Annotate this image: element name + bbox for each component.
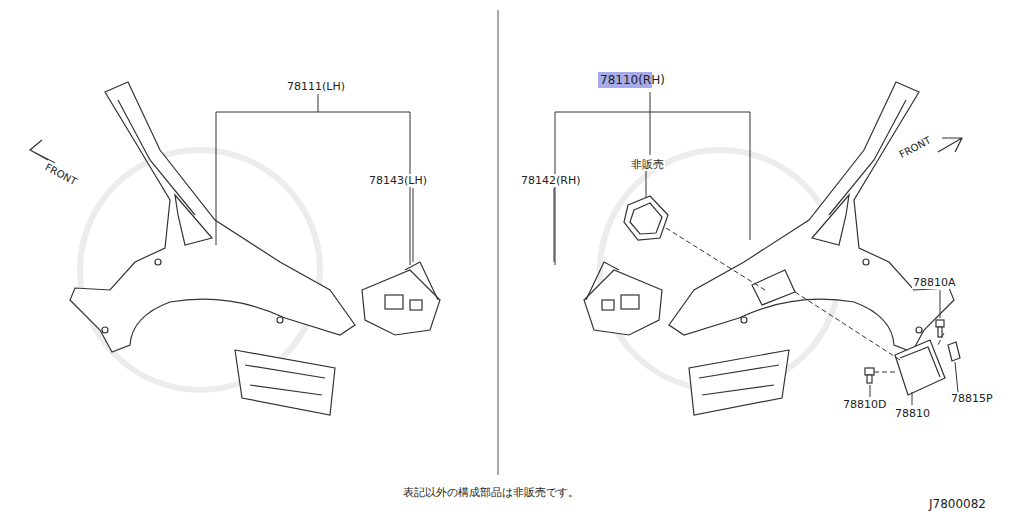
- assembly-dash-lines: [666, 228, 944, 372]
- callout-number: 78110(RH): [600, 73, 665, 87]
- diagram-code: J7800082: [928, 498, 987, 511]
- fuel-parts: [624, 196, 960, 395]
- quarter-panel: [70, 82, 440, 415]
- direction-label: FRONT: [896, 133, 934, 161]
- front-arrows: [30, 138, 962, 163]
- callout-number: 78142(RH): [520, 174, 582, 187]
- direction-label: FRONT: [42, 160, 80, 188]
- divider-line: [498, 10, 499, 475]
- highlighted-callout: 78110(RH): [598, 72, 667, 88]
- note-text: 表記以外の構成部品は非販売です。: [402, 486, 580, 499]
- callout-number: 78810A: [912, 276, 957, 289]
- callout-number: 78810: [894, 407, 931, 420]
- callout-number: 78815P: [950, 392, 994, 405]
- callout-number: 78111(LH): [286, 80, 346, 93]
- callout-number: 78810D: [842, 398, 887, 411]
- callout-number: 78143(LH): [368, 174, 428, 187]
- not-sold-note: 非販売: [630, 158, 665, 171]
- quarter-panel-rh: [584, 82, 954, 415]
- leader-lines: [216, 92, 958, 405]
